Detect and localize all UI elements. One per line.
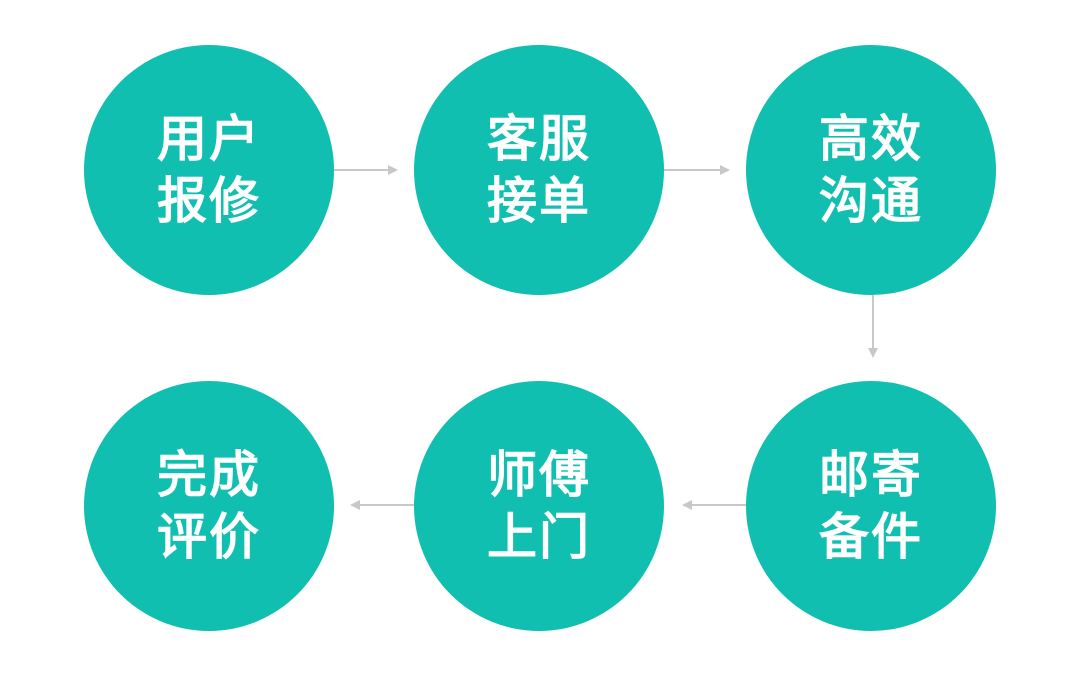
step-label-line1: 高效 xyxy=(819,110,923,168)
step-label-line2: 接单 xyxy=(487,172,591,230)
step-node-complete-review: 完成 评价 xyxy=(84,381,334,631)
step-node-user-report: 用户 报修 xyxy=(84,45,334,295)
arrow-3-to-4 xyxy=(868,295,878,358)
step-label-line2: 报修 xyxy=(157,172,261,230)
step-label-line2: 评价 xyxy=(157,508,261,566)
step-label-line1: 客服 xyxy=(487,110,591,168)
step-label-line2: 备件 xyxy=(819,508,923,566)
step-label-line1: 邮寄 xyxy=(819,446,923,504)
step-node-service-accept: 客服 接单 xyxy=(414,45,664,295)
arrow-5-to-6 xyxy=(350,500,414,510)
step-node-communication: 高效 沟通 xyxy=(746,45,996,295)
step-label-line2: 上门 xyxy=(487,508,591,566)
step-label-line1: 师傅 xyxy=(487,446,591,504)
arrow-1-to-2 xyxy=(334,165,398,175)
step-label-line1: 用户 xyxy=(157,110,261,168)
step-label-line1: 完成 xyxy=(157,446,261,504)
arrow-2-to-3 xyxy=(664,165,730,175)
step-label-line2: 沟通 xyxy=(819,172,923,230)
step-node-ship-parts: 邮寄 备件 xyxy=(746,381,996,631)
step-node-technician-visit: 师傅 上门 xyxy=(414,381,664,631)
arrow-4-to-5 xyxy=(682,500,746,510)
